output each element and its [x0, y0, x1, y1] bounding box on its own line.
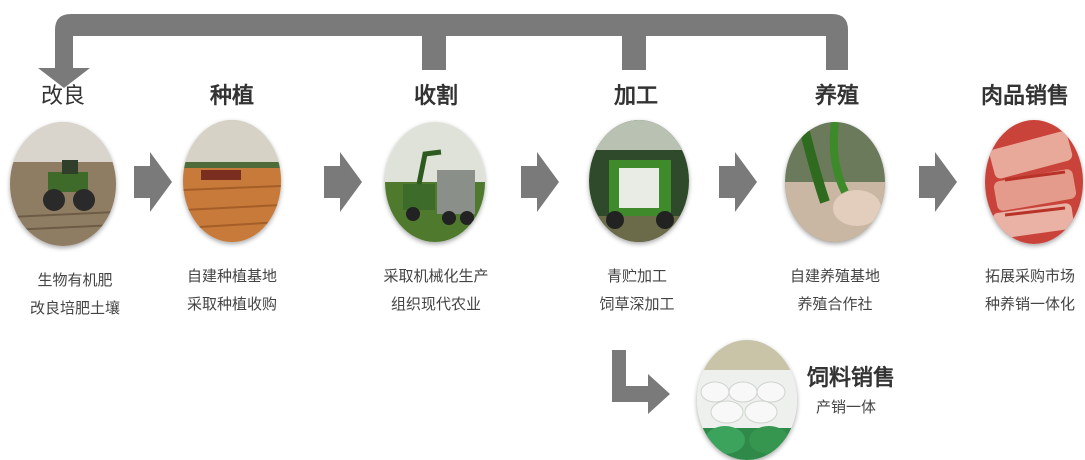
stage-desc-meat-sales: 拓展采购市场 种养销一体化	[950, 262, 1085, 318]
flow-arrow	[919, 152, 957, 212]
stage-title-improve: 改良	[40, 84, 85, 109]
stage-desc-line: 饲草深加工	[599, 295, 675, 313]
planting-field-photo	[183, 120, 281, 242]
flow-arrow	[134, 152, 172, 212]
flow-arrow	[324, 152, 362, 212]
livestock-feeding-photo	[785, 122, 885, 242]
stage-desc-line: 采取机械化生产	[383, 267, 489, 285]
stage-title-process: 加工	[613, 84, 658, 109]
stage-desc-line: 改良培肥土壤	[29, 299, 120, 317]
tractor-field-photo	[10, 122, 116, 246]
stage-desc-line: 自建养殖基地	[789, 267, 880, 285]
feedback-loop-arrow	[38, 14, 848, 88]
stage-desc-line: 拓展采购市场	[984, 267, 1075, 285]
feed-sales-title: 饲料销售	[807, 366, 896, 391]
harvester-photo	[385, 122, 485, 242]
flow-arrow	[719, 152, 757, 212]
stage-title-plant: 种植	[209, 84, 254, 109]
stage-desc-process: 青贮加工 饲草深加工	[557, 262, 717, 318]
stage-desc-breed: 自建养殖基地 养殖合作社	[755, 262, 915, 318]
stage-title-harvest: 收割	[413, 84, 458, 109]
stage-title-breed: 养殖	[814, 84, 859, 109]
feed-sales-subtitle: 产销一体	[816, 398, 877, 416]
stage-desc-line: 生物有机肥	[37, 271, 113, 289]
silage-bales-photo	[697, 340, 797, 460]
stage-desc-line: 养殖合作社	[797, 295, 873, 313]
stage-desc-line: 青贮加工	[606, 267, 667, 285]
stage-desc-harvest: 采取机械化生产 组织现代农业	[356, 262, 516, 318]
stage-desc-line: 种养销一体化	[984, 295, 1075, 313]
silage-processing-photo	[589, 120, 689, 242]
stage-desc-line: 组织现代农业	[390, 295, 481, 313]
stage-desc-line: 采取种植收购	[186, 295, 277, 313]
branch-arrow	[612, 350, 670, 414]
stage-desc-line: 自建种植基地	[186, 267, 277, 285]
stage-desc-plant: 自建种植基地 采取种植收购	[152, 262, 312, 318]
stage-title-meat-sales: 肉品销售	[980, 84, 1069, 109]
meat-products-photo	[985, 120, 1083, 244]
stage-desc-improve: 生物有机肥 改良培肥土壤	[0, 266, 155, 322]
flow-arrow	[521, 152, 559, 212]
